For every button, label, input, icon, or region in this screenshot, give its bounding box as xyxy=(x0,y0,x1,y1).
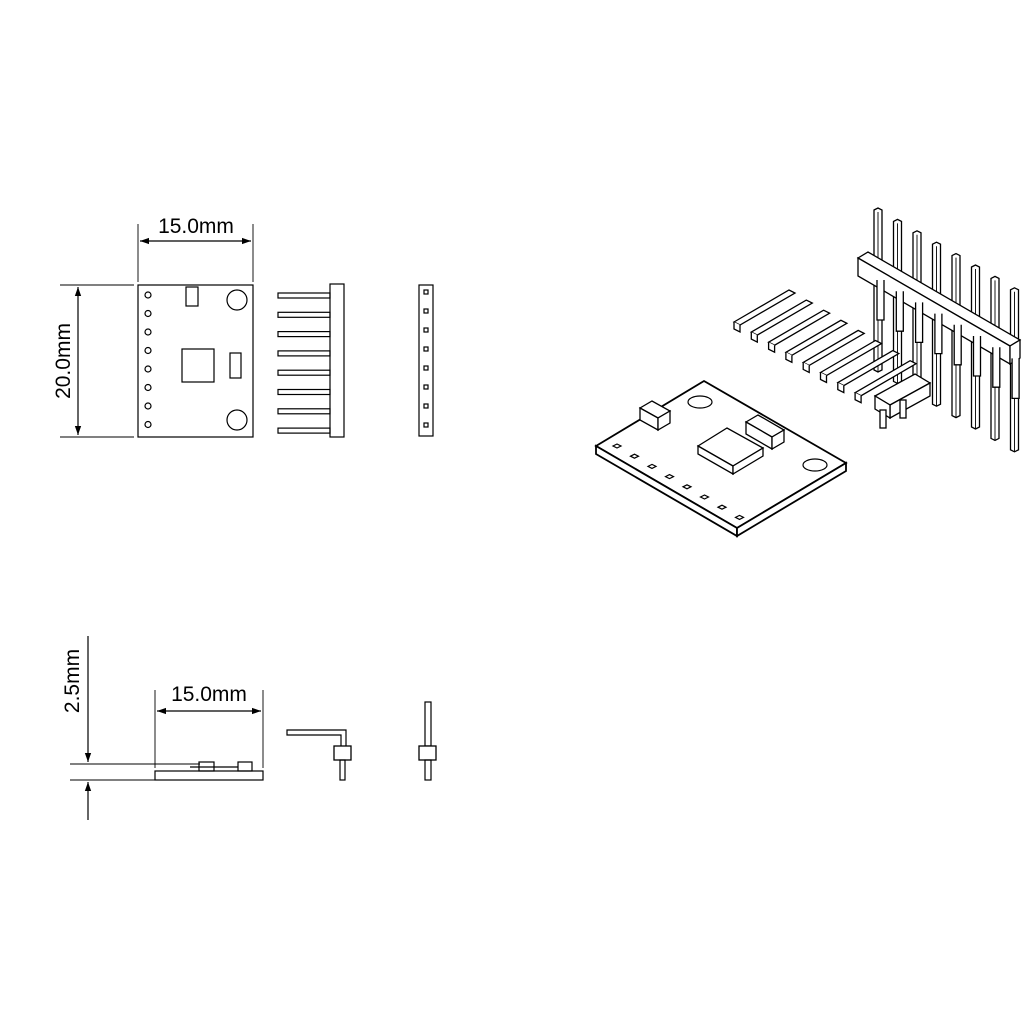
header-pin xyxy=(277,427,331,434)
header-pin-mark xyxy=(423,346,429,352)
straight-header-view xyxy=(418,284,434,437)
side-thickness-label: 2.5mm xyxy=(61,649,84,713)
header-pin-mark xyxy=(423,308,429,314)
iso-straight-pin-stub xyxy=(972,336,982,377)
iso-straight-header xyxy=(856,207,1022,453)
side-thickness-dimension: 2.5mm xyxy=(61,636,200,820)
top-height-label: 20.0mm xyxy=(52,323,75,399)
top-view: 15.0mm 20.0mm xyxy=(52,215,254,438)
iso-pin-hole xyxy=(629,453,640,459)
iso-straight-pin-stub xyxy=(934,313,943,355)
pin-hole xyxy=(144,383,152,392)
pin-hole xyxy=(144,328,152,336)
isometric-view xyxy=(594,207,1022,538)
header-pin xyxy=(277,388,331,396)
iso-right-angle-pin xyxy=(836,349,901,387)
iso-straight-pin-stub xyxy=(953,324,962,366)
iso-straight-pin-stub xyxy=(876,280,885,321)
side-component-2 xyxy=(237,761,253,772)
straight-pin-profile xyxy=(418,701,437,781)
iso-right-angle-pin xyxy=(767,309,831,346)
header-pin-mark xyxy=(423,365,429,371)
iso-board xyxy=(594,379,848,538)
header-pin xyxy=(277,292,331,299)
header-pin xyxy=(277,311,331,318)
small-component-top xyxy=(185,286,199,307)
header-pin xyxy=(277,369,331,376)
iso-straight-pin-stub xyxy=(992,347,1001,388)
iso-chip xyxy=(696,427,765,476)
iso-pin-hole xyxy=(611,443,623,449)
iso-pin-hole xyxy=(646,463,658,470)
header-pin-mark xyxy=(423,403,429,409)
iso-right-angle-pin xyxy=(749,299,814,336)
top-width-label: 15.0mm xyxy=(158,215,234,238)
straight-header-body xyxy=(418,284,434,437)
iso-right-angle-pin xyxy=(819,339,883,377)
iso-pin-hole xyxy=(664,473,675,480)
iso-straight-body-end xyxy=(1009,338,1021,366)
iso-hole-1 xyxy=(687,395,713,409)
header-body xyxy=(329,283,345,438)
header-pin-mark xyxy=(423,422,429,428)
iso-right-angle-pin xyxy=(784,319,849,357)
iso-component-2 xyxy=(744,414,786,451)
pin-hole xyxy=(144,291,152,299)
side-width-label: 15.0mm xyxy=(171,683,247,706)
iso-pin-hole xyxy=(699,494,710,500)
iso-hole-2 xyxy=(802,458,828,472)
iso-right-angle-pin xyxy=(801,329,866,367)
iso-component-1 xyxy=(638,400,672,432)
side-width-dimension: 15.0mm xyxy=(154,683,264,768)
sensor-chip xyxy=(181,348,215,383)
header-pins xyxy=(277,292,331,434)
pin-hole xyxy=(144,420,152,429)
top-height-dimension: 20.0mm xyxy=(52,284,134,438)
pcb-board-side xyxy=(154,770,264,781)
pcb-board-top xyxy=(137,284,254,438)
header-pin xyxy=(277,408,331,415)
header-pin xyxy=(277,331,331,338)
pin-hole xyxy=(144,309,152,318)
pin-hole xyxy=(144,402,152,410)
iso-right-pin-stub xyxy=(879,409,887,429)
header-pin-mark xyxy=(423,289,429,295)
iso-right-angle-pin xyxy=(732,289,797,326)
side-view: 2.5mm 15.0mm xyxy=(61,636,264,820)
small-component-side xyxy=(229,352,242,379)
header-pin-mark xyxy=(423,327,429,333)
mounting-hole-bottom xyxy=(226,409,248,431)
mounting-hole-top xyxy=(226,289,248,311)
right-angle-pin-profile xyxy=(286,729,352,781)
pin-holes xyxy=(144,291,152,429)
straight-header-pin-marks xyxy=(423,289,429,428)
iso-pin-hole xyxy=(681,484,693,490)
pin-hole xyxy=(144,346,152,355)
iso-pin-hole xyxy=(716,504,728,510)
iso-right-pin-stub xyxy=(899,399,907,419)
pin-hole xyxy=(144,365,152,373)
iso-pin-hole xyxy=(734,514,745,521)
header-pin-mark xyxy=(423,384,429,390)
header-pin xyxy=(277,350,331,357)
iso-pin-holes xyxy=(611,443,745,521)
right-angle-header-view xyxy=(277,283,345,438)
iso-straight-pin-stub xyxy=(895,291,904,332)
iso-straight-pin-stub xyxy=(1011,358,1020,400)
iso-right-angle-header xyxy=(732,289,932,429)
top-width-dimension: 15.0mm xyxy=(137,215,254,282)
iso-straight-pin-stub xyxy=(914,302,924,344)
